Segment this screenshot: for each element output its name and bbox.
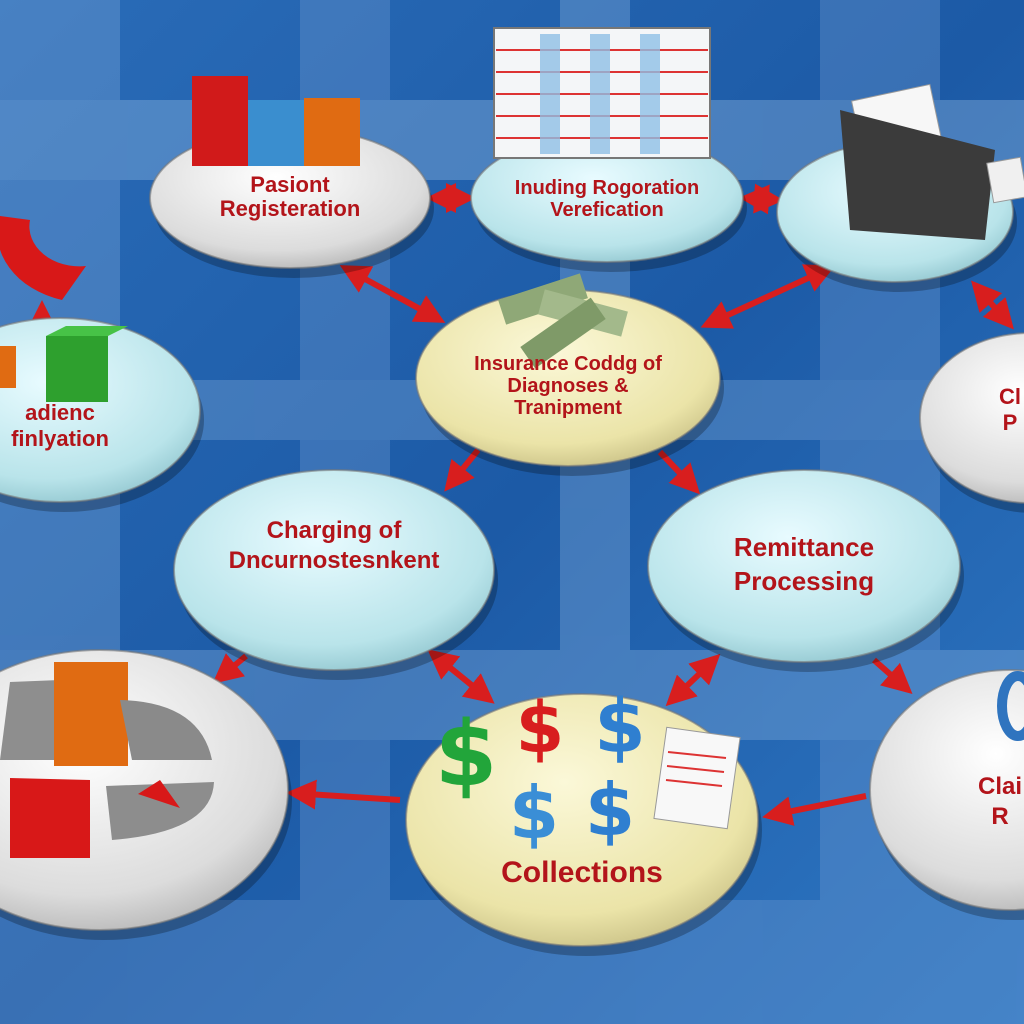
- remittance-processing-label-line: Remittance: [734, 532, 874, 562]
- arrow-charging-reporting: [212, 653, 248, 684]
- svg-text:$: $: [585, 768, 635, 852]
- collections-label-line: Collections: [501, 856, 663, 889]
- arrow-verification-submission: [739, 183, 784, 215]
- svg-text:$: $: [509, 771, 559, 855]
- connector-arrows: [27, 183, 1014, 826]
- patient-notification-label-line: adienc: [25, 400, 95, 425]
- arrow-collections-reporting: [286, 779, 401, 810]
- remittance-processing-label-line: Processing: [734, 566, 874, 596]
- arrow-registration-coding: [339, 265, 446, 323]
- insurance-coding-label-line: Insurance Coddg of: [474, 353, 662, 375]
- claim-processing-node: [919, 332, 1024, 504]
- arrow-remittance-collections: [665, 653, 721, 707]
- pie-chart-icon: [0, 216, 86, 300]
- charging-label-line: Dncurnostesnkent: [229, 547, 440, 574]
- svg-text:$: $: [516, 687, 565, 769]
- arrow-submission-coding: [700, 264, 836, 329]
- svg-text:$: $: [594, 684, 646, 770]
- patient-registration-label-line: Pasiont: [250, 172, 330, 197]
- dollar-signs-icon: $ $ $ $ $: [435, 684, 646, 855]
- claim-processing-label-line: P: [1003, 410, 1018, 435]
- patient-notification-label-line: finlyation: [11, 426, 109, 451]
- insurance-coding-label-line: Diagnoses &: [507, 375, 628, 397]
- claim-processing-label-line: Cl: [999, 384, 1021, 409]
- bar-chart-icon: [192, 76, 360, 166]
- arrow-coding-charging: [444, 448, 481, 492]
- charging-label-line: Charging of: [267, 517, 403, 544]
- insurance-coding-label-line: Tranipment: [514, 397, 622, 419]
- arrow-charging-collections: [427, 649, 495, 704]
- arrow-review-collections: [762, 793, 867, 826]
- svg-text:$: $: [435, 702, 498, 807]
- charging-node: [173, 469, 495, 671]
- claims-review-node: [869, 669, 1024, 911]
- claims-review-label-line: R: [991, 803, 1008, 830]
- cubes-icon: [0, 326, 128, 402]
- insurance-verification-label-line: Inuding Rogoration: [515, 177, 699, 199]
- pie-chart-3d-icon: [0, 662, 214, 858]
- arrow-coding-remittance: [657, 449, 701, 495]
- insurance-verification-label-line: Verefication: [550, 199, 663, 221]
- money-bills-icon: [498, 273, 628, 369]
- spreadsheet-icon: [493, 27, 711, 159]
- printer-tray-icon: [840, 83, 1024, 240]
- arrow-remittance-review: [872, 657, 913, 694]
- invoice-icon: [653, 726, 741, 830]
- claims-review-label-line: Clai: [978, 773, 1022, 800]
- blue-ring-icon: [997, 671, 1024, 741]
- remittance-processing-node: [647, 469, 961, 663]
- arrow-submission-processing: [971, 280, 1014, 330]
- patient-registration-label-line: Registeration: [220, 196, 361, 221]
